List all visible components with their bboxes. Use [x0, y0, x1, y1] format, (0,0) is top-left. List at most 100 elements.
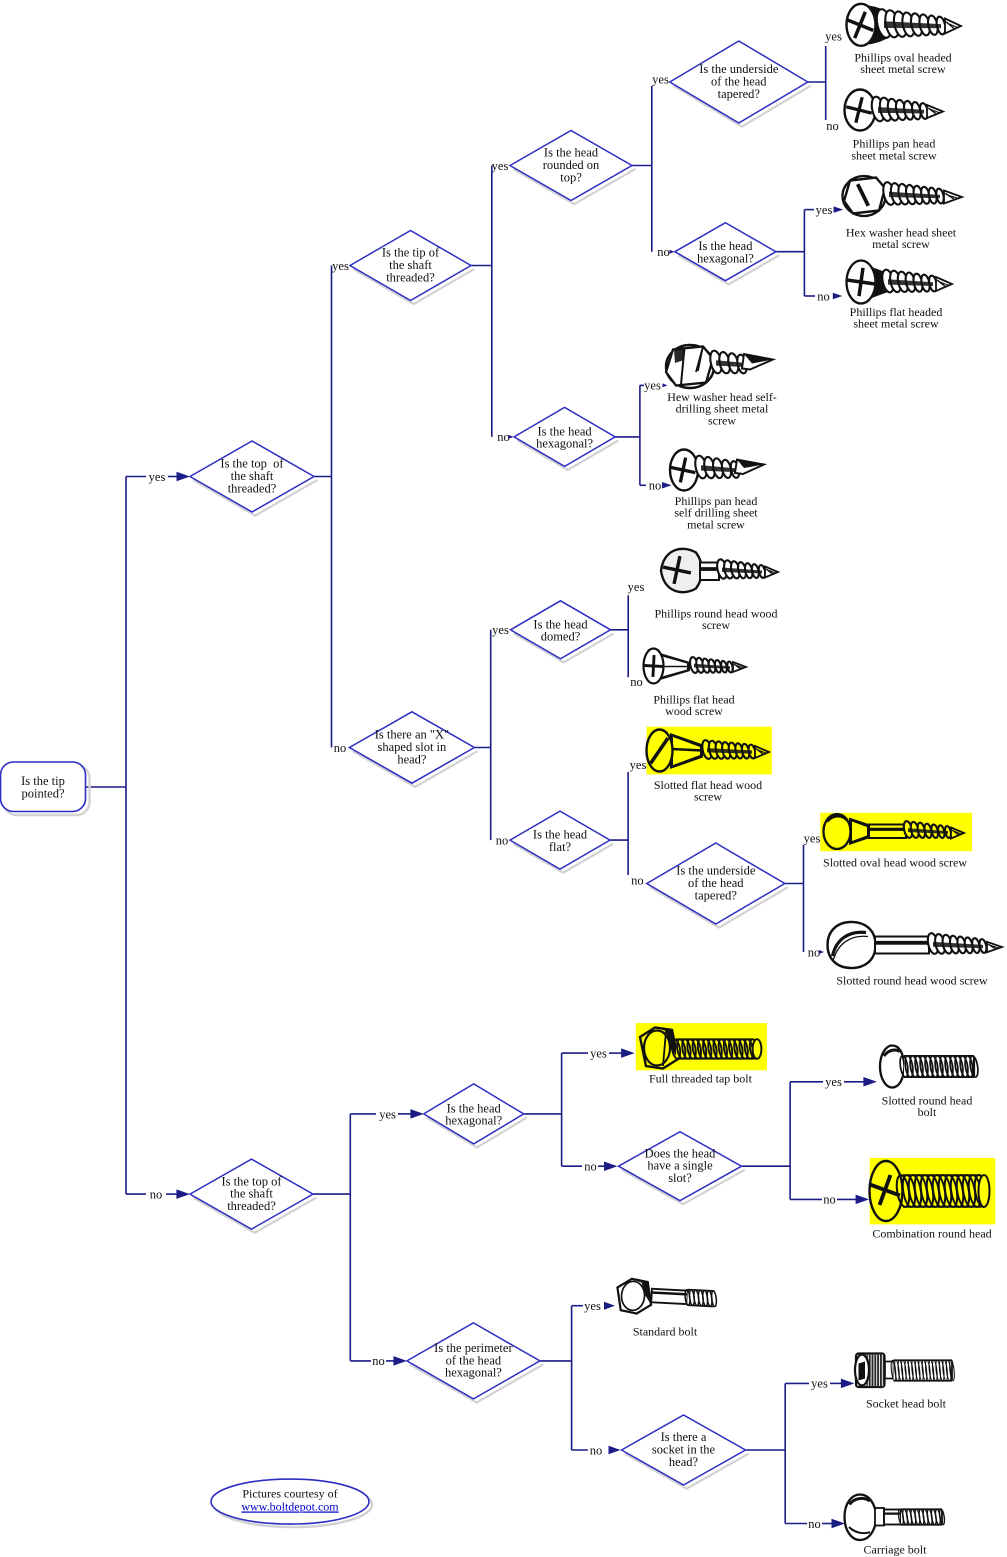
- svg-text:hexagonal?: hexagonal?: [536, 437, 593, 451]
- svg-text:threaded?: threaded?: [227, 1199, 276, 1213]
- svg-text:yes: yes: [825, 1075, 842, 1089]
- svg-text:sheet metal screw: sheet metal screw: [853, 317, 939, 331]
- svg-text:wood screw: wood screw: [665, 704, 723, 718]
- svg-text:yes: yes: [492, 159, 509, 173]
- svg-text:sheet metal screw: sheet metal screw: [851, 148, 937, 162]
- svg-text:head?: head?: [397, 752, 427, 766]
- svg-text:Full threaded tap bolt: Full threaded tap bolt: [649, 1072, 753, 1086]
- svg-text:tapered?: tapered?: [718, 87, 761, 101]
- svg-text:screw: screw: [694, 790, 722, 804]
- svg-text:Is the head: Is the head: [544, 146, 599, 160]
- svg-text:Socket head bolt: Socket head bolt: [866, 1397, 947, 1411]
- svg-text:flat?: flat?: [549, 840, 572, 854]
- svg-text:Is the underside: Is the underside: [699, 62, 779, 76]
- svg-text:yes: yes: [379, 1107, 396, 1121]
- svg-text:top?: top?: [560, 170, 582, 184]
- svg-text:yes: yes: [644, 379, 661, 393]
- svg-text:Is the head: Is the head: [538, 424, 593, 438]
- svg-text:slot?: slot?: [668, 1171, 692, 1185]
- svg-text:tapered?: tapered?: [695, 888, 738, 902]
- svg-text:Is the perimeter: Is the perimeter: [434, 1341, 513, 1355]
- svg-text:socket in the: socket in the: [652, 1443, 716, 1457]
- svg-text:Is there an "X": Is there an "X": [375, 728, 449, 742]
- svg-text:Is the tip of: Is the tip of: [382, 246, 440, 260]
- svg-text:no: no: [808, 946, 821, 960]
- svg-text:pointed?: pointed?: [21, 787, 64, 801]
- svg-text:the shaft: the shaft: [230, 1187, 273, 1201]
- svg-text:no: no: [497, 430, 510, 444]
- svg-text:www.boltdepot.com: www.boltdepot.com: [241, 1500, 339, 1514]
- svg-text:Slotted flat head wood: Slotted flat head wood: [654, 778, 762, 792]
- svg-text:no: no: [630, 675, 643, 689]
- svg-text:shaped slot in: shaped slot in: [378, 740, 447, 754]
- svg-text:bolt: bolt: [918, 1105, 937, 1119]
- svg-text:yes: yes: [630, 758, 647, 772]
- svg-text:Phillips flat headed: Phillips flat headed: [850, 305, 943, 319]
- svg-text:yes: yes: [804, 831, 821, 845]
- svg-text:Is the head: Is the head: [533, 828, 588, 842]
- svg-text:no: no: [334, 741, 347, 755]
- svg-text:screw: screw: [702, 618, 730, 632]
- svg-text:Phillips pan head: Phillips pan head: [853, 137, 936, 151]
- svg-text:Phillips round head wood: Phillips round head wood: [655, 607, 778, 621]
- svg-text:Is the tip: Is the tip: [21, 774, 65, 788]
- svg-text:Is there a: Is there a: [661, 1430, 707, 1444]
- svg-text:yes: yes: [811, 1377, 828, 1391]
- svg-text:no: no: [808, 1517, 821, 1531]
- svg-text:yes: yes: [584, 1299, 601, 1313]
- svg-text:Slotted round head wood screw: Slotted round head wood screw: [836, 974, 988, 988]
- svg-text:no: no: [590, 1443, 603, 1457]
- svg-text:Is the top of: Is the top of: [220, 457, 284, 471]
- svg-text:hexagonal?: hexagonal?: [445, 1366, 502, 1380]
- svg-text:yes: yes: [652, 73, 669, 87]
- svg-text:yes: yes: [590, 1046, 607, 1060]
- svg-text:Is the top of: Is the top of: [221, 1174, 282, 1188]
- svg-text:no: no: [584, 1160, 597, 1174]
- svg-text:Carriage bolt: Carriage bolt: [864, 1543, 928, 1557]
- svg-text:Slotted round head: Slotted round head: [882, 1094, 973, 1108]
- svg-text:head?: head?: [669, 1455, 699, 1469]
- svg-text:no: no: [372, 1354, 385, 1368]
- svg-text:Is the head: Is the head: [447, 1101, 502, 1115]
- svg-text:drilling sheet metal: drilling sheet metal: [676, 402, 769, 416]
- svg-text:screw: screw: [708, 413, 736, 427]
- svg-text:Phillips flat head: Phillips flat head: [653, 693, 734, 707]
- svg-text:Does the head: Does the head: [645, 1146, 717, 1160]
- svg-text:metal screw: metal screw: [872, 237, 930, 251]
- svg-text:yes: yes: [149, 470, 166, 484]
- svg-text:Is the head: Is the head: [533, 617, 588, 631]
- svg-text:the shaft: the shaft: [389, 258, 432, 272]
- svg-text:no: no: [150, 1188, 163, 1202]
- svg-text:Combination round head: Combination round head: [872, 1227, 991, 1241]
- svg-text:yes: yes: [492, 623, 509, 637]
- svg-text:self drilling sheet: self drilling sheet: [674, 506, 758, 520]
- svg-text:yes: yes: [628, 580, 645, 594]
- svg-text:have a single: have a single: [647, 1159, 713, 1173]
- svg-text:Standard bolt: Standard bolt: [633, 1325, 698, 1339]
- svg-text:no: no: [657, 245, 670, 259]
- svg-text:no: no: [649, 479, 662, 493]
- svg-text:Pictures courtesy of: Pictures courtesy of: [242, 1487, 337, 1501]
- svg-text:Is the head: Is the head: [698, 239, 753, 253]
- svg-text:no: no: [631, 874, 644, 888]
- svg-text:no: no: [826, 119, 839, 133]
- svg-text:Hex washer head sheet: Hex washer head sheet: [846, 226, 957, 240]
- svg-text:Phillips oval headed: Phillips oval headed: [854, 51, 951, 65]
- svg-text:yes: yes: [825, 30, 842, 44]
- svg-text:Hew washer head self-: Hew washer head self-: [667, 390, 777, 404]
- svg-text:Phillips pan head: Phillips pan head: [675, 494, 758, 508]
- svg-text:of the head: of the head: [688, 876, 744, 890]
- svg-text:hexagonal?: hexagonal?: [445, 1114, 502, 1128]
- svg-text:of the head: of the head: [446, 1353, 502, 1367]
- svg-text:hexagonal?: hexagonal?: [697, 252, 754, 266]
- svg-text:domed?: domed?: [541, 630, 581, 644]
- svg-text:no: no: [823, 1193, 836, 1207]
- svg-text:yes: yes: [816, 203, 833, 217]
- svg-text:the shaft: the shaft: [231, 469, 274, 483]
- svg-text:threaded?: threaded?: [386, 270, 435, 284]
- svg-text:sheet metal screw: sheet metal screw: [860, 62, 946, 76]
- svg-text:Is the underside: Is the underside: [676, 864, 756, 878]
- svg-text:no: no: [496, 833, 509, 847]
- svg-text:of the head: of the head: [711, 75, 767, 89]
- svg-text:Slotted oval head wood screw: Slotted oval head wood screw: [823, 856, 967, 870]
